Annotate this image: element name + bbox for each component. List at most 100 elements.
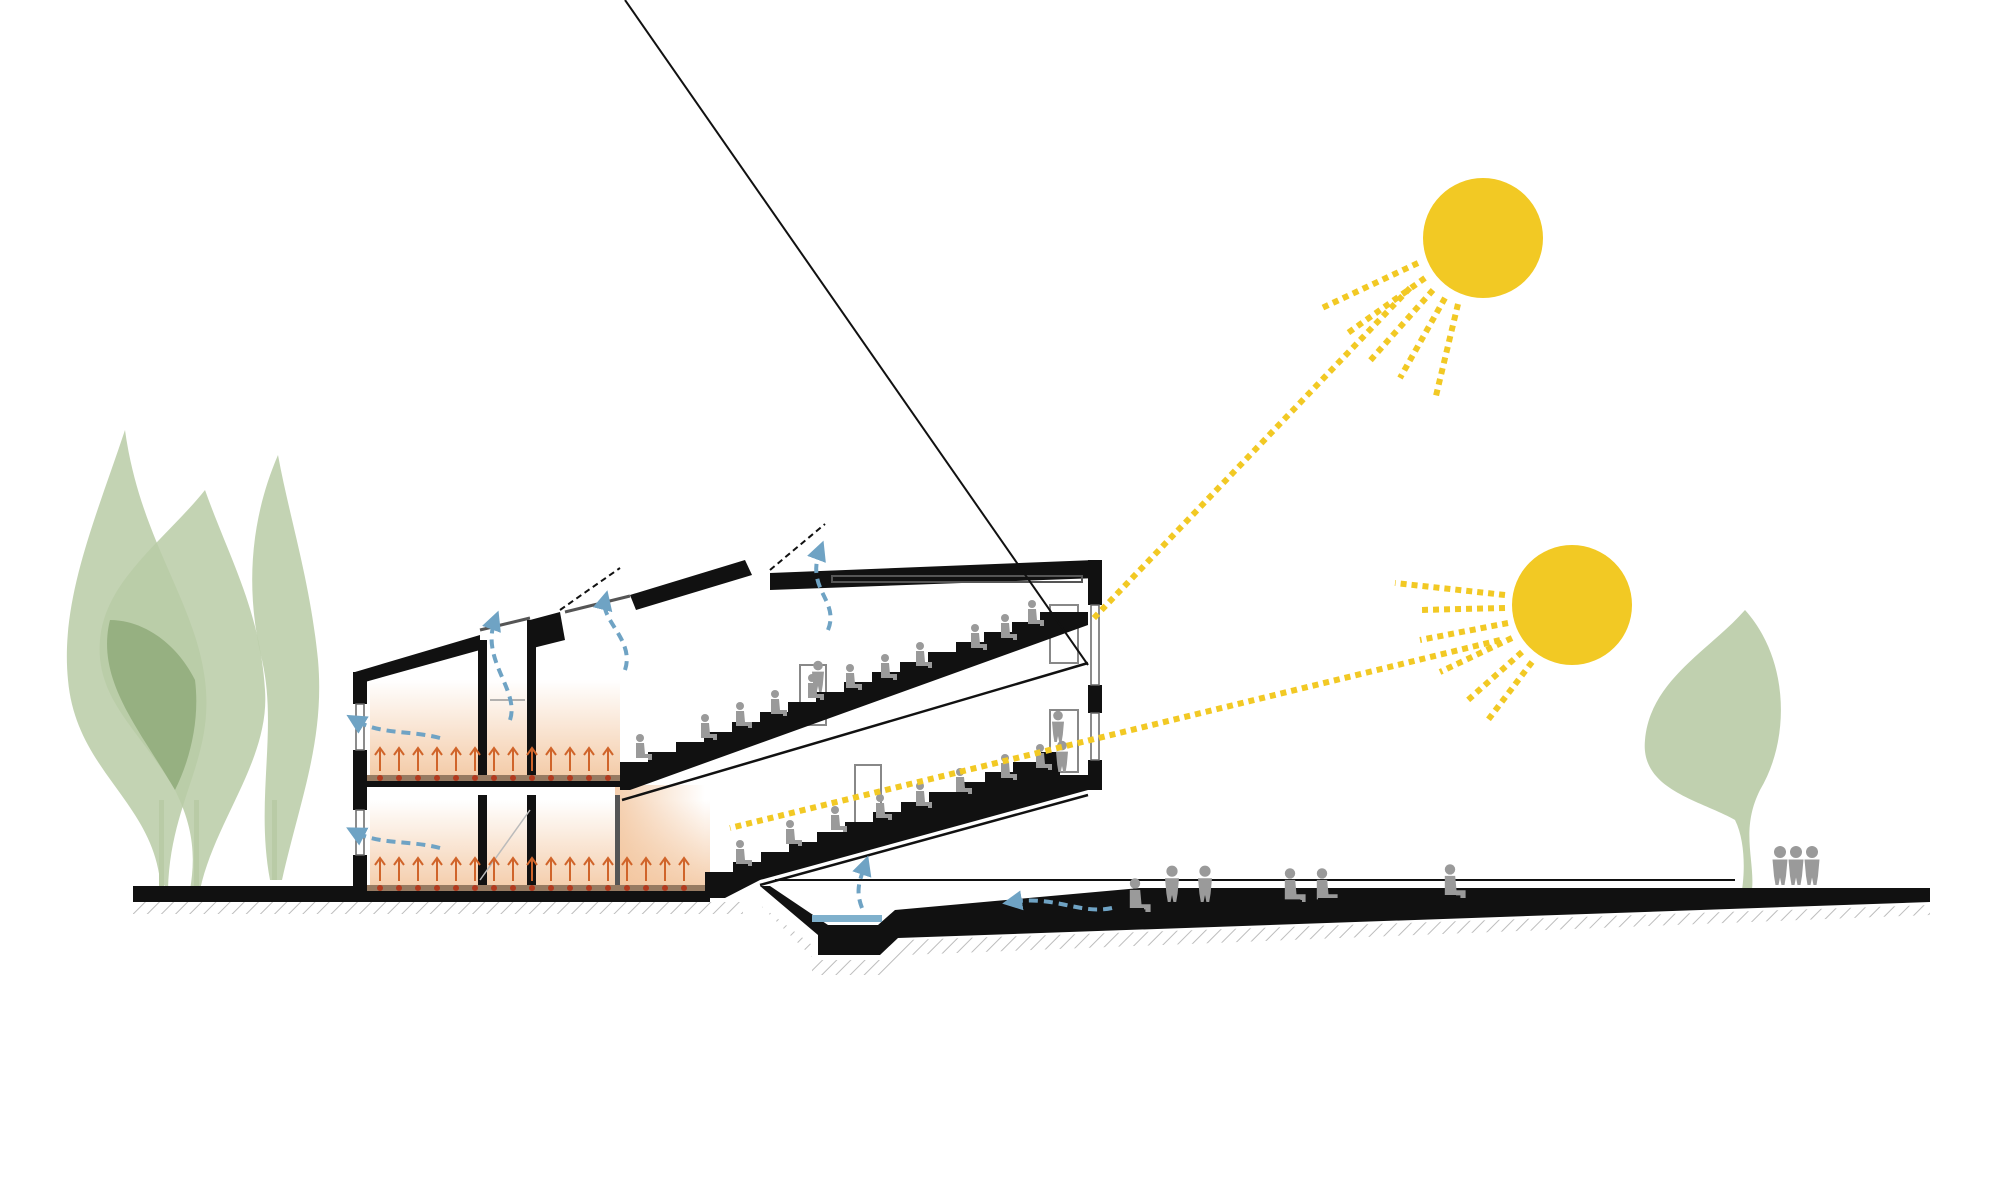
- roof: [630, 560, 752, 610]
- dashed-arrow-icon: [1002, 890, 1113, 912]
- heating-pipe: [377, 885, 383, 891]
- person-icon: [1129, 878, 1151, 912]
- heating-pipe: [453, 885, 459, 891]
- person-icon: [1772, 846, 1788, 885]
- heating-pipe: [605, 885, 611, 891]
- person-icon: [1001, 614, 1017, 640]
- heating-pipe: [434, 885, 440, 891]
- interior-wall: [527, 795, 536, 885]
- person-icon: [1165, 865, 1179, 902]
- underfloor-heating: [374, 746, 690, 891]
- window-open: [559, 567, 621, 611]
- up-arrow-icon: [564, 746, 576, 771]
- window-glass: [479, 616, 531, 632]
- person-icon: [701, 714, 717, 740]
- tree-overlap: [107, 620, 197, 790]
- up-arrow-icon: [469, 856, 481, 881]
- up-arrow-icon: [659, 856, 671, 881]
- heating-pipe: [567, 885, 573, 891]
- tree-icon: [1644, 610, 1781, 890]
- bench: [1280, 900, 1302, 910]
- dashed-arrow-icon: [482, 610, 514, 721]
- interior-wall: [615, 795, 620, 885]
- dashed-arrow-icon: [592, 590, 629, 671]
- up-arrow-icon: [488, 856, 500, 881]
- heating-pipe: [472, 775, 478, 781]
- person-icon: [846, 664, 862, 690]
- sun-low: [729, 545, 1632, 831]
- sun-ray-long: [1089, 285, 1413, 623]
- up-arrow-icon: [640, 856, 652, 881]
- heating-pipe: [624, 885, 630, 891]
- up-arrow-icon: [583, 856, 595, 881]
- heating-pipe: [605, 775, 611, 781]
- window-glass: [564, 594, 631, 614]
- sun-icon: [1512, 545, 1632, 665]
- wall-right: [1088, 760, 1102, 790]
- up-arrow-icon: [621, 856, 633, 881]
- person-icon: [812, 660, 824, 692]
- up-arrow-icon: [545, 856, 557, 881]
- roof: [530, 612, 565, 648]
- slab-underside: [621, 661, 1089, 802]
- tree-trunk: [159, 800, 164, 890]
- stair-line: [479, 809, 531, 881]
- up-arrow-icon: [374, 856, 386, 881]
- floor-slab-ground-heat: [367, 885, 710, 891]
- heating-pipe: [377, 775, 383, 781]
- person-icon: [831, 806, 847, 832]
- heating-pipe: [681, 885, 687, 891]
- wall-left: [353, 672, 367, 704]
- person-icon: [1444, 864, 1466, 898]
- up-arrow-icon: [469, 746, 481, 771]
- heating-pipe: [529, 775, 535, 781]
- trees-left: [66, 430, 320, 890]
- tree-right: [1644, 610, 1781, 890]
- tree-icon: [252, 455, 320, 880]
- dashed-arrow-icon: [852, 855, 872, 909]
- wall-left: [353, 750, 367, 810]
- warm-zone: [615, 785, 705, 885]
- up-arrow-icon: [488, 746, 500, 771]
- heating-pipe: [396, 885, 402, 891]
- person-icon: [1788, 846, 1804, 885]
- window-left: [355, 703, 365, 751]
- up-arrow-icon: [507, 856, 519, 881]
- up-arrow-icon: [374, 746, 386, 771]
- tiered-seating-lower: [705, 752, 1088, 898]
- up-arrow-icon: [412, 856, 424, 881]
- up-arrow-icon: [412, 746, 424, 771]
- bench: [1128, 908, 1144, 916]
- tree-trunk: [194, 800, 199, 890]
- person-icon: [636, 734, 652, 760]
- up-arrow-icon: [678, 856, 690, 881]
- people: [636, 600, 1820, 916]
- ground-hatch: [133, 902, 743, 914]
- bench: [1438, 895, 1456, 909]
- sun-high: [1089, 178, 1543, 623]
- roof: [355, 635, 480, 682]
- heating-pipe: [491, 885, 497, 891]
- building-section: [353, 0, 1102, 898]
- sun-ray-long: [729, 637, 1501, 831]
- heating-pipe: [529, 885, 535, 891]
- up-arrow-icon: [450, 856, 462, 881]
- heating-pipe: [472, 885, 478, 891]
- up-arrow-icon: [393, 746, 405, 771]
- dashed-arrow-icon: [346, 714, 441, 740]
- heating-pipe: [510, 775, 516, 781]
- window-right: [1090, 604, 1100, 686]
- interior-wall: [527, 620, 536, 775]
- heating-pipe: [548, 885, 554, 891]
- tiered-seating-upper: [620, 612, 1088, 790]
- heating-pipe: [586, 775, 592, 781]
- bench: [1318, 898, 1338, 910]
- heating-pipe: [434, 775, 440, 781]
- up-arrow-icon: [450, 746, 462, 771]
- heating-pipe: [415, 885, 421, 891]
- person-icon: [881, 654, 897, 680]
- person-icon: [1052, 710, 1064, 742]
- interior-wall: [478, 640, 487, 775]
